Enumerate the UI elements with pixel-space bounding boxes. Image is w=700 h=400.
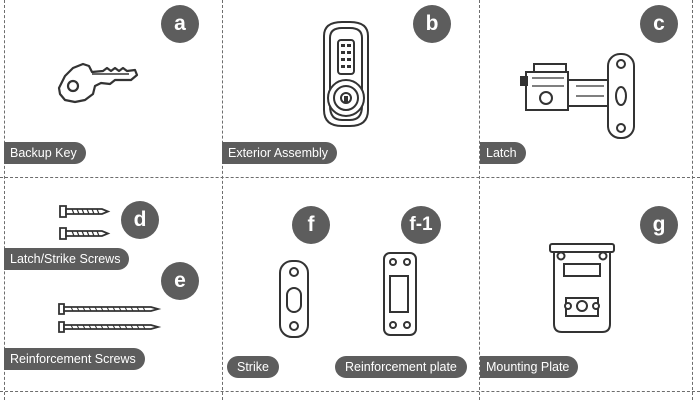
backup-key-icon <box>55 58 140 110</box>
latch-strike-screw-icon <box>58 203 110 243</box>
label-latch: Latch <box>480 142 526 164</box>
badge-f1: f-1 <box>401 206 441 244</box>
label-exterior-assembly: Exterior Assembly <box>222 142 338 164</box>
badge-f: f <box>292 206 330 244</box>
label-reinforcement-screws: Reinforcement Screws <box>4 348 145 370</box>
grid-line <box>0 177 700 178</box>
badge-g: g <box>640 206 678 244</box>
label-backup-key: Backup Key <box>4 142 86 164</box>
badge-a: a <box>161 5 199 43</box>
grid-line <box>479 0 480 400</box>
reinforcement-plate-icon <box>380 250 420 340</box>
mounting-plate-icon <box>548 240 616 336</box>
reinforcement-screw-icon <box>57 302 161 336</box>
grid-line <box>0 391 700 392</box>
exterior-assembly-icon <box>310 18 382 130</box>
badge-d: d <box>121 201 159 239</box>
badge-e: e <box>161 262 199 300</box>
label-strike: Strike <box>227 356 279 378</box>
badge-c: c <box>640 5 678 43</box>
grid-line <box>222 0 223 400</box>
badge-b: b <box>413 5 451 43</box>
grid-line <box>692 0 693 400</box>
label-mounting-plate: Mounting Plate <box>480 356 579 378</box>
grid-line <box>4 0 5 400</box>
label-reinforcement-plate: Reinforcement plate <box>335 356 467 378</box>
label-latch-strike-screws: Latch/Strike Screws <box>4 248 130 270</box>
strike-plate-icon <box>276 258 312 340</box>
latch-icon <box>520 50 638 142</box>
